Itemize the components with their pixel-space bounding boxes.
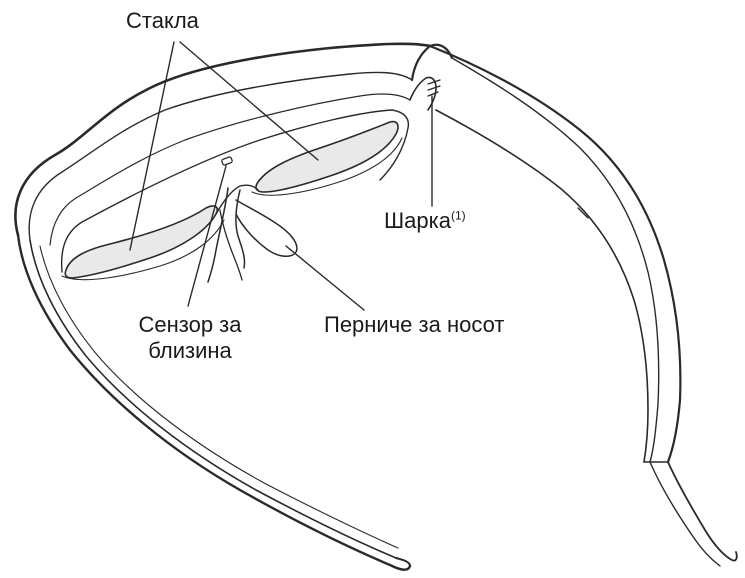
right-temple-tip <box>667 461 738 562</box>
leader-lenses-right <box>179 41 319 161</box>
nose-pad-left <box>235 189 246 269</box>
label-lenses: Стакла <box>126 8 199 33</box>
label-nose-pad: Перниче за носот <box>324 312 505 337</box>
left-lens <box>64 205 219 279</box>
leader-proximity-sensor <box>187 165 227 307</box>
right-temple-inner <box>451 57 660 463</box>
left-temple-tip <box>395 557 411 567</box>
nose-pad-right <box>235 199 298 257</box>
label-proximity-sensor-line1: Сензор за <box>138 312 242 337</box>
left-lens-outline-shadow <box>61 219 225 281</box>
nose-pad-center <box>219 209 243 281</box>
bridge <box>215 184 259 215</box>
frame-inner-rim-2 <box>49 93 411 246</box>
right-temple-outer <box>428 44 682 464</box>
hinge-outline <box>410 43 454 82</box>
label-proximity-sensor: Сензор за близина <box>120 312 260 364</box>
right-lens-outline-shadow <box>251 137 403 196</box>
hinge-lines <box>427 79 441 97</box>
nose-pad <box>207 187 229 283</box>
proximity-sensor-window <box>221 156 233 166</box>
right-temple-button <box>577 207 589 219</box>
frame-inner-rim <box>28 71 413 241</box>
frame-outer-edge <box>14 42 432 237</box>
left-temple-inner <box>29 239 397 559</box>
left-temple-outer <box>16 233 412 571</box>
leader-lenses-left <box>129 41 175 251</box>
left-temple-stripe <box>39 245 399 549</box>
lens-cavity <box>60 109 410 273</box>
label-hinge: Шарка(1) <box>384 208 466 234</box>
label-hinge-text: Шарка <box>384 208 451 233</box>
right-lens <box>255 120 399 193</box>
right-temple-lower-edge <box>435 109 649 463</box>
label-hinge-footnote: (1) <box>450 208 466 223</box>
leader-nose-pad <box>285 245 365 311</box>
hinge-detail <box>409 76 437 111</box>
leader-lines <box>129 41 433 311</box>
right-temple-tip-inner <box>649 461 721 567</box>
label-proximity-sensor-line2: близина <box>148 338 232 363</box>
